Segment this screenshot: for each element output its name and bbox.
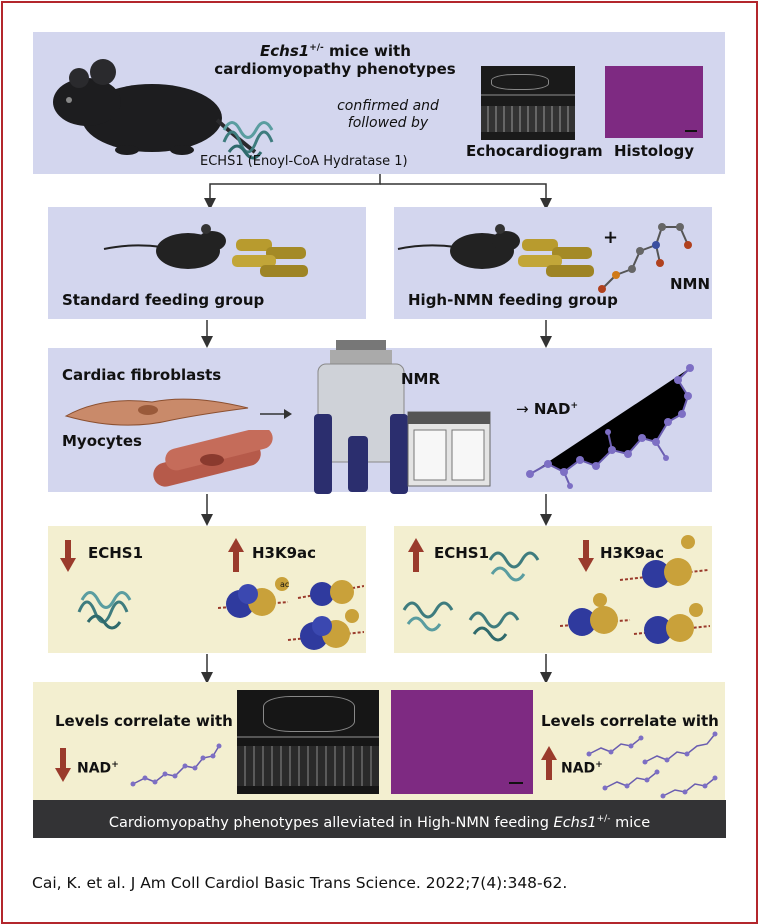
nmn-molecule-icon: [598, 223, 692, 293]
outcome-panel: Levels correlate with NAD+ Levels correl…: [33, 682, 725, 800]
up-arrow-icon: [408, 538, 424, 572]
histology-image-icon: [391, 690, 533, 794]
mouse-icon: [397, 224, 520, 269]
standard-feeding-panel: Standard feeding group: [48, 207, 366, 319]
nucleosome-icon: [560, 535, 710, 644]
standard-label: Standard feeding group: [62, 291, 265, 309]
nad-label: → NAD+: [516, 400, 578, 418]
down-arrow-icon: [60, 540, 76, 572]
nmr-machine-icon: [314, 340, 491, 494]
myocyte-icon: [153, 430, 273, 487]
myocytes-label: Myocytes: [62, 432, 142, 450]
mouse-icon: [103, 224, 226, 269]
mouse-icon: [53, 59, 257, 155]
up-arrow-icon: [228, 538, 244, 572]
nad-molecule-icon: [526, 364, 694, 489]
protein-icon: [222, 121, 274, 160]
ac-tag: ac: [280, 580, 290, 589]
citation: Cai, K. et al. J Am Coll Cardiol Basic T…: [32, 874, 568, 892]
right-h3k9ac-label: H3K9ac: [600, 544, 665, 562]
nucleosome-icon: [218, 577, 364, 650]
echo-image-icon: [237, 690, 379, 794]
down-arrow-icon: [578, 540, 594, 572]
up-arrow-icon: [541, 746, 557, 780]
confirmed-text-line1: confirmed and: [337, 98, 439, 114]
high-nmn-label: High-NMN feeding group: [408, 291, 618, 309]
nad-molecule-icon: [130, 743, 222, 787]
chow-icon: [518, 239, 594, 277]
left-h3k9ac-label: H3K9ac: [252, 544, 317, 562]
down-arrow-icon: [55, 748, 71, 782]
right-marker-panel: ECHS1 H3K9ac: [394, 526, 712, 653]
histology-label: Histology: [613, 142, 695, 160]
flow-arrow-icon: [260, 409, 292, 419]
histology-image-icon: [605, 66, 703, 138]
left-marker-panel: ECHS1 H3K9ac ac: [48, 526, 366, 653]
top-title: Echs1+/- mice with: [260, 42, 411, 60]
fibroblast-icon: [64, 398, 249, 426]
high-nmn-feeding-panel: + NMN High-NMN feeding group: [394, 207, 712, 319]
protein-label: ECHS1 (Enoyl-CoA Hydratase 1): [200, 154, 408, 169]
nad-molecule-icon: [586, 731, 718, 799]
chow-icon: [232, 239, 308, 277]
protein-icon: [77, 591, 132, 630]
top-title-line2: cardiomyopathy phenotypes: [214, 60, 456, 78]
right-echs1-label: ECHS1: [434, 544, 490, 562]
echo-image-icon: [481, 66, 575, 140]
cells-nmr-panel: Cardiac fibroblasts Myocytes NMR → NAD+: [48, 340, 712, 494]
plus-sign: +: [603, 227, 619, 248]
nmr-label: NMR: [401, 370, 441, 388]
conclusion-bar: Cardiomyopathy phenotypes alleviated in …: [33, 800, 726, 838]
left-correlate-label: Levels correlate with: [55, 712, 233, 730]
nmn-label: NMN: [670, 275, 711, 293]
fibroblasts-label: Cardiac fibroblasts: [62, 366, 222, 384]
confirmed-text-line2: followed by: [347, 115, 429, 131]
right-nad-label: NAD+: [561, 760, 603, 777]
protein-icon: [402, 551, 540, 642]
top-panel: Echs1+/- mice with cardiomyopathy phenot…: [33, 32, 725, 174]
left-echs1-label: ECHS1: [88, 544, 144, 562]
left-nad-label: NAD+: [77, 760, 119, 777]
echo-label: Echocardiogram: [466, 142, 603, 160]
right-correlate-label: Levels correlate with: [541, 712, 719, 730]
